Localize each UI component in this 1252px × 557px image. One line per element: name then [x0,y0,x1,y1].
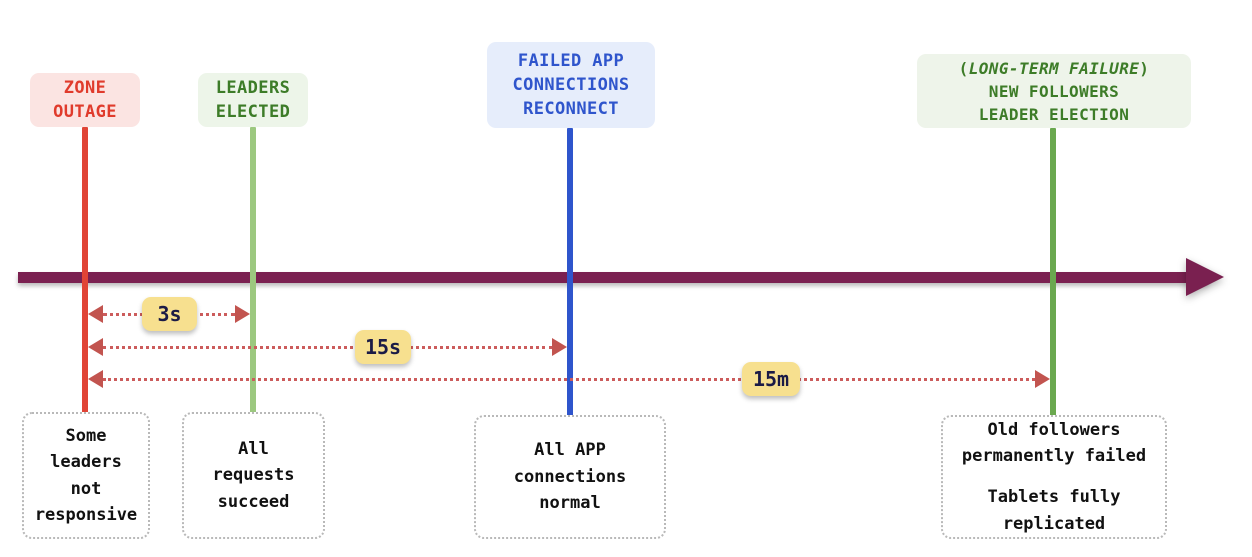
note-text-line: permanently failed [961,446,1147,467]
note-text-line: responsive [34,504,138,525]
timeline-axis-arrowhead-icon [1186,258,1224,296]
duration-badge-15s: 15s [355,330,411,364]
duration-badge-3s: 3s [142,297,197,331]
event-label-line: ZONE [63,78,107,98]
event-label-failed-app-connections-reconnect: FAILED APP CONNECTIONS RECONNECT [487,42,655,128]
duration-measure-15m [88,368,1050,390]
event-label-leaders-elected: LEADERS ELECTED [198,73,308,127]
event-line-leaders-elected [250,127,256,440]
event-label-new-followers-leader-election: (LONG-TERM FAILURE) NEW FOLLOWERS LEADER E… [917,54,1191,128]
event-label-zone-outage: ZONE OUTAGE [30,73,140,127]
event-label-line: CONNECTIONS [512,75,630,95]
arrow-right-icon [552,338,567,356]
dotted-connector [103,378,1035,381]
note-text-line: Tablets fully [987,487,1121,508]
note-text-line: requests [212,465,295,486]
note-text-line: leaders [50,452,122,473]
event-label-line: (LONG-TERM FAILURE) [958,58,1150,78]
note-some-leaders-not-responsive: Some leaders not responsive [22,412,150,539]
arrow-right-icon [1035,370,1050,388]
event-label-line: FAILED APP [517,51,625,71]
note-text-line: Old followers [987,420,1121,440]
event-label-line: OUTAGE [53,102,117,122]
event-label-line: ELECTED [215,102,291,122]
arrow-left-icon [88,305,103,323]
note-all-requests-succeed: All requests succeed [182,412,325,539]
duration-badge-15m: 15m [742,362,800,396]
note-all-app-connections-normal: All APP connections normal [474,415,666,539]
note-text-line: connections [513,466,627,487]
duration-measure-15s [88,336,567,358]
note-text-line: replicated [1002,513,1106,534]
dotted-connector [103,346,552,349]
note-text-line: All [238,438,269,459]
arrow-left-icon [88,370,103,388]
event-line-failed-app-connections-reconnect [567,128,573,440]
timeline-axis-bar [18,272,1208,283]
note-text-line: not [70,478,102,499]
event-line-zone-outage [82,127,88,440]
note-text-line: Some [65,425,107,446]
event-line-new-followers-leader-election [1050,128,1056,440]
note-text-line: All APP [534,440,606,461]
event-label-line: LEADER ELECTION [978,104,1130,124]
event-label-line: NEW FOLLOWERS [988,81,1120,101]
event-label-line: RECONNECT [523,99,619,119]
arrow-left-icon [88,338,103,356]
note-text-line: normal [539,493,601,514]
event-label-line: LEADERS [215,78,291,98]
note-text-line: succeed [217,491,290,512]
arrow-right-icon [235,305,250,323]
